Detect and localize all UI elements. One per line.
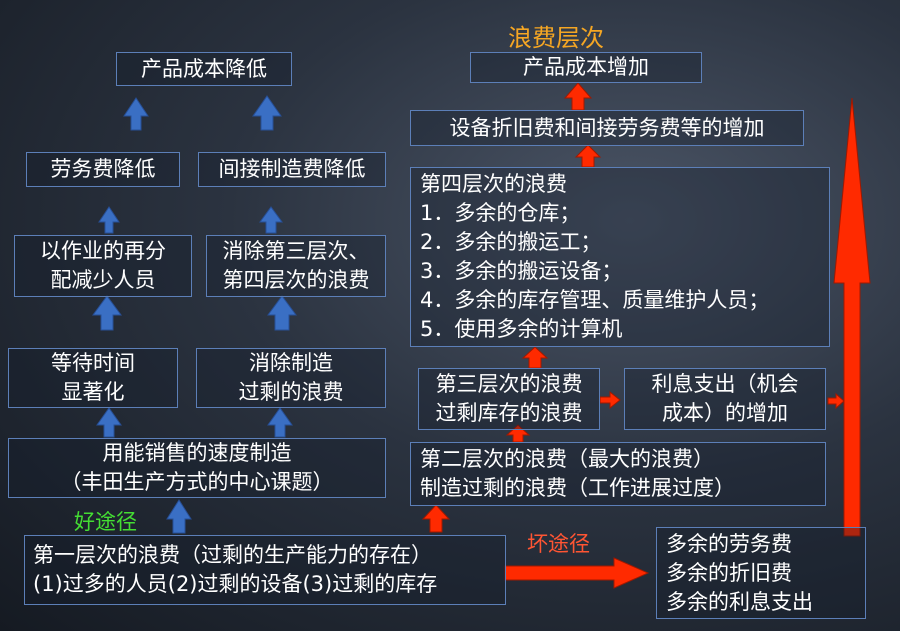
- depreciation-up-text: 设备折旧费和间接劳务费等的增加: [449, 115, 765, 140]
- eliminate-levels-line-2: 第四层次的浪费: [222, 268, 370, 292]
- red-up-arrow-2: [574, 144, 602, 168]
- waiting-time-line-1: 等待时间: [51, 351, 135, 375]
- product-cost-up-text: 产品成本增加: [523, 55, 649, 79]
- page-title: 浪费层次: [508, 24, 604, 52]
- excess-costs-box: 多余的劳务费 多余的折旧费 多余的利息支出: [656, 527, 866, 619]
- sales-speed-line-1: 用能销售的速度制造: [102, 441, 292, 465]
- sales-speed-line-2: （丰田生产方式的中心课题）: [60, 470, 334, 494]
- eliminate-levels-box: 消除第三层次、 第四层次的浪费: [206, 235, 386, 297]
- level4-line-3: 2．多余的搬运工；: [420, 230, 602, 254]
- interest-line-2: 成本）的增加: [662, 401, 788, 425]
- blue-up-arrow-7: [96, 407, 122, 438]
- reassign-box: 以作业的再分 配减少人员: [14, 235, 192, 297]
- red-right-arrow-3: [827, 392, 845, 410]
- tall-red-up-arrow: [833, 97, 871, 537]
- red-right-arrow-1: [504, 557, 650, 589]
- depreciation-up-box: 设备折旧费和间接劳务费等的增加: [410, 110, 804, 146]
- eliminate-overproduction-line-1: 消除制造: [249, 351, 333, 375]
- interest-box: 利息支出（机会 成本）的增加: [624, 368, 826, 430]
- level3-box: 第三层次的浪费 过剩库存的浪费: [418, 368, 600, 430]
- level4-box: 第四层次的浪费 1．多余的仓库； 2．多余的搬运工； 3．多余的搬运设备； 4．…: [410, 167, 830, 347]
- level1-line-1: 第一层次的浪费（过剩的生产能力的存在）: [33, 543, 432, 567]
- level2-box: 第二层次的浪费（最大的浪费） 制造过剩的浪费（工作进展过度）: [410, 442, 826, 506]
- excess-line-3: 多余的利息支出: [666, 589, 813, 614]
- bad-path-label: 坏途径: [527, 532, 590, 556]
- red-up-arrow-3: [521, 346, 549, 369]
- blue-up-arrow-5: [92, 295, 122, 331]
- interest-line-1: 利息支出（机会: [651, 372, 799, 396]
- level3-line-1: 第三层次的浪费: [435, 372, 583, 396]
- indirect-cost-down-box: 间接制造费降低: [198, 152, 386, 187]
- reassign-line-1: 以作业的再分: [40, 239, 166, 263]
- level3-line-2: 过剩库存的浪费: [435, 401, 583, 425]
- level4-line-1: 第四层次的浪费: [420, 172, 567, 196]
- excess-line-2: 多余的折旧费: [666, 560, 792, 585]
- level2-line-1: 第二层次的浪费（最大的浪费）: [420, 447, 714, 471]
- eliminate-levels-line-1: 消除第三层次、: [222, 239, 370, 263]
- sales-speed-box: 用能销售的速度制造 （丰田生产方式的中心课题）: [8, 438, 386, 498]
- product-cost-up-box: 产品成本增加: [470, 52, 702, 83]
- blue-up-arrow-3: [98, 206, 120, 234]
- blue-up-arrow-6: [267, 295, 297, 331]
- red-up-arrow-5: [421, 504, 451, 533]
- level2-line-2: 制造过剩的浪费（工作进展过度）: [420, 476, 735, 500]
- labor-cost-down-box: 劳务费降低: [26, 152, 180, 187]
- waiting-time-line-2: 显著化: [61, 380, 125, 404]
- labor-cost-down-text: 劳务费降低: [50, 157, 156, 181]
- level4-line-2: 1．多余的仓库；: [420, 201, 581, 225]
- level1-box: 第一层次的浪费（过剩的生产能力的存在） (1)过多的人员(2)过剩的设备(3)过…: [24, 535, 506, 605]
- product-cost-down-box: 产品成本降低: [116, 52, 292, 86]
- level4-line-5: 4．多余的库存管理、质量维护人员；: [420, 288, 770, 312]
- level1-line-2: (1)过多的人员(2)过剩的设备(3)过剩的库存: [33, 572, 438, 596]
- eliminate-overproduction-box: 消除制造 过剩的浪费: [196, 348, 386, 408]
- good-path-label: 好途径: [74, 510, 137, 534]
- reassign-line-2: 配减少人员: [50, 268, 156, 292]
- level4-line-4: 3．多余的搬运设备；: [420, 259, 623, 283]
- red-up-arrow-1: [563, 82, 593, 111]
- eliminate-overproduction-line-2: 过剩的浪费: [238, 380, 344, 404]
- level4-line-6: 5．使用多余的计算机: [420, 317, 623, 341]
- blue-up-arrow-8: [267, 407, 293, 438]
- blue-up-arrow-4: [259, 206, 283, 234]
- red-up-arrow-4: [505, 424, 531, 443]
- blue-up-arrow-2: [252, 95, 282, 131]
- blue-up-arrow-1: [123, 97, 149, 131]
- waiting-time-box: 等待时间 显著化: [8, 348, 178, 408]
- indirect-cost-down-text: 间接制造费降低: [218, 157, 366, 181]
- red-right-arrow-2: [599, 390, 621, 410]
- blue-up-arrow-9: [166, 499, 192, 534]
- product-cost-down-text: 产品成本降低: [141, 56, 267, 81]
- excess-line-1: 多余的劳务费: [666, 531, 792, 556]
